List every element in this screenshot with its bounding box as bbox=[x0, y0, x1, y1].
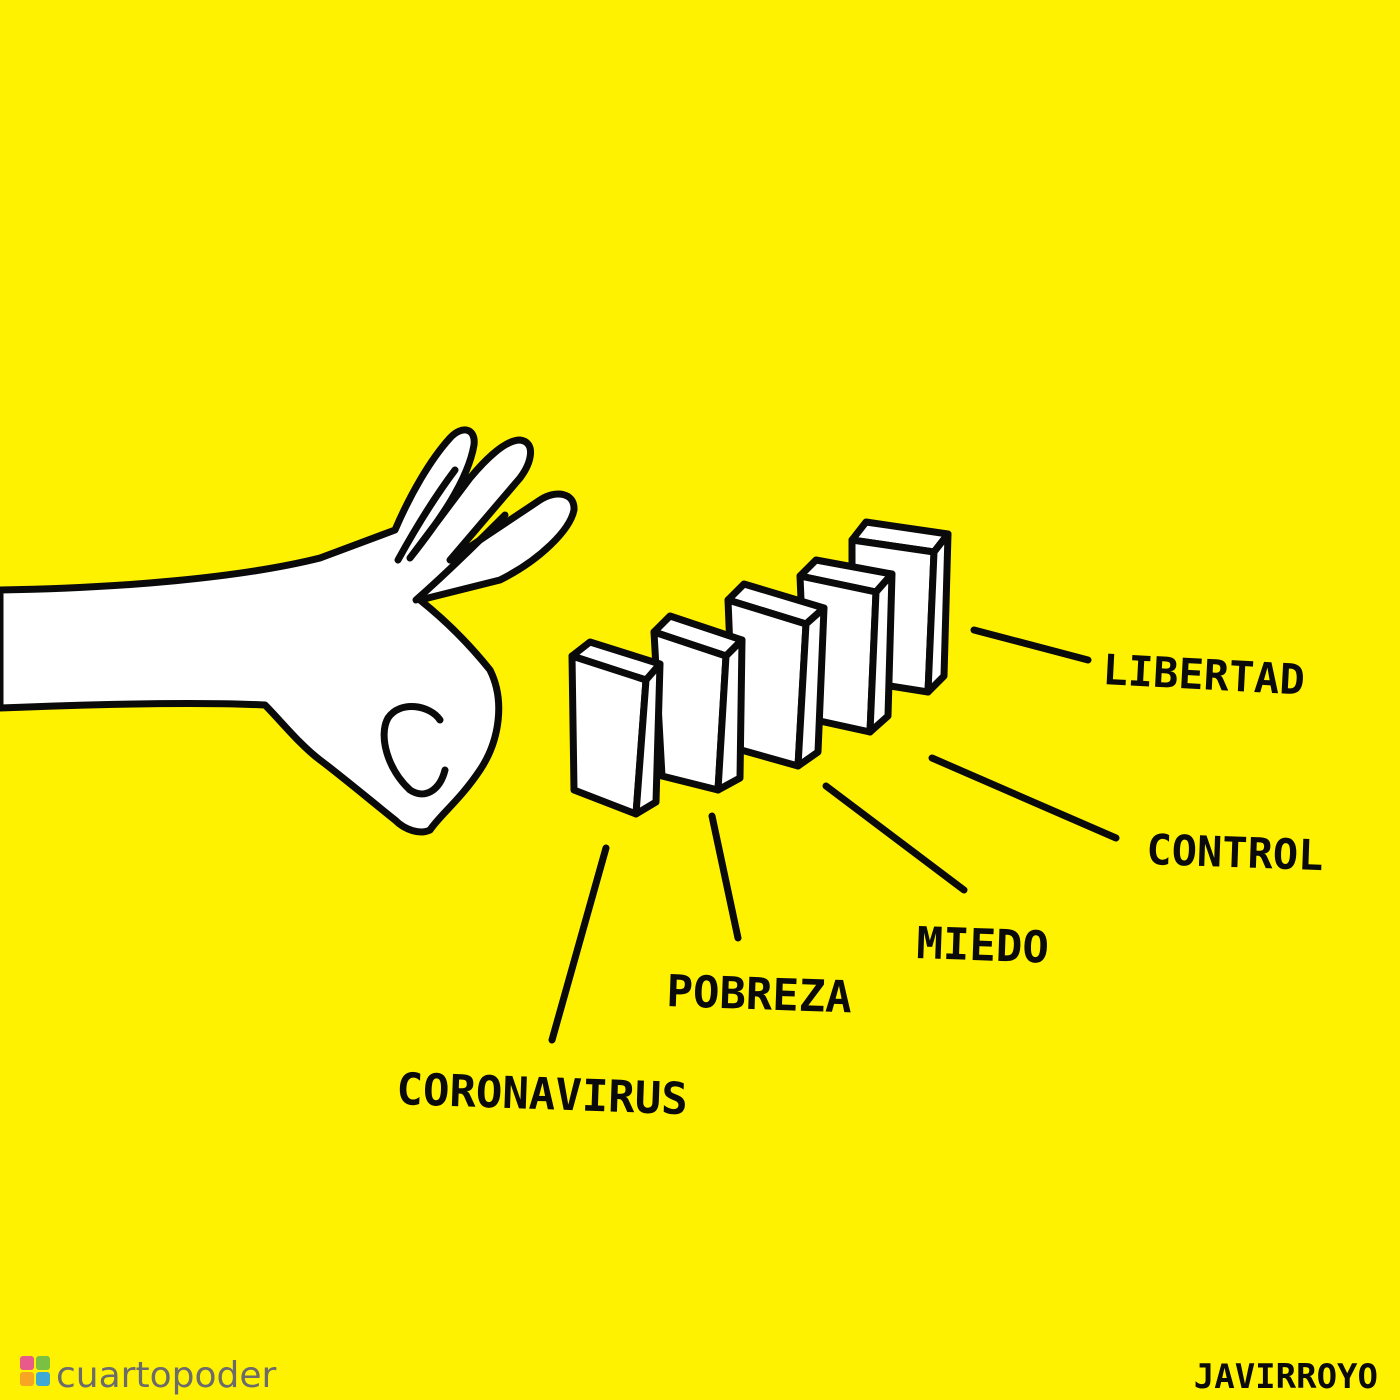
label-libertad: LIBERTAD bbox=[1101, 645, 1306, 705]
leader-line-miedo bbox=[822, 782, 968, 894]
hand-thumb-curl bbox=[380, 703, 449, 798]
leader-line-control bbox=[928, 754, 1120, 842]
label-coronavirus: CORONAVIRUS bbox=[396, 1064, 689, 1125]
domino-5-side bbox=[924, 530, 952, 696]
cuartopoder-logo-icon bbox=[20, 1356, 50, 1386]
domino-3-side bbox=[794, 604, 828, 770]
hand-palm bbox=[0, 426, 578, 836]
domino-2-side bbox=[714, 636, 746, 794]
hand-illustration bbox=[0, 426, 578, 836]
leader-line-pobreza bbox=[708, 812, 742, 942]
hand-finger-line-1 bbox=[394, 466, 459, 564]
cuartopoder-logo: cuartopoder bbox=[20, 1355, 276, 1396]
leader-lines bbox=[548, 626, 1120, 1044]
domino-1 bbox=[568, 638, 664, 818]
domino-2-front bbox=[650, 628, 730, 794]
label-pobreza: POBREZA bbox=[666, 966, 853, 1023]
domino-2 bbox=[650, 612, 746, 794]
domino-1-side bbox=[632, 660, 664, 818]
label-control: CONTROL bbox=[1146, 825, 1325, 880]
domino-row bbox=[568, 518, 952, 818]
cuartopoder-wordmark: cuartopoder bbox=[56, 1355, 276, 1396]
leader-line-coronavirus bbox=[548, 844, 610, 1044]
label-miedo: MIEDO bbox=[916, 918, 1050, 974]
domino-4-side bbox=[866, 570, 896, 736]
artist-signature: JAVIRROYO bbox=[1194, 1357, 1378, 1397]
leader-line-libertad bbox=[970, 626, 1092, 664]
hand-finger-line-2 bbox=[412, 511, 509, 604]
